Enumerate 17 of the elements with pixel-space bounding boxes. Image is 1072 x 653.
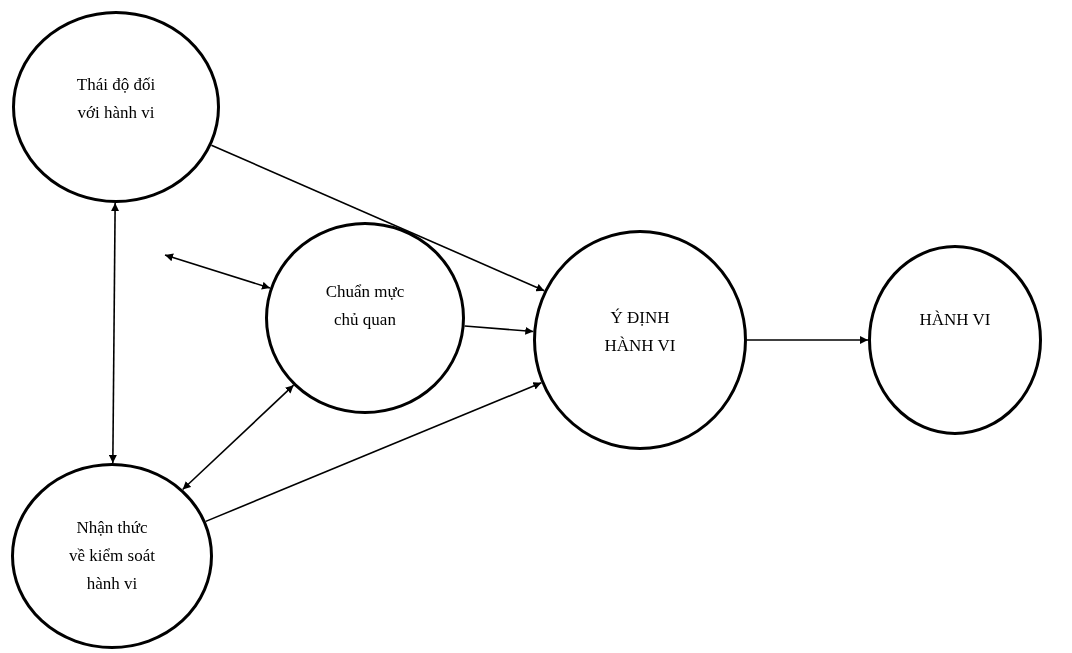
node-label: HÀNH VI xyxy=(919,309,991,331)
arrow xyxy=(746,336,869,344)
node-label: Ý ĐỊNH HÀNH VI xyxy=(603,307,677,357)
ellipse-node xyxy=(533,230,747,450)
arrow xyxy=(210,144,546,292)
arrow xyxy=(164,253,271,290)
arrow xyxy=(204,381,543,523)
node-label: Chuẩn mực chủ quan xyxy=(324,281,406,331)
node-label: Nhận thức về kiểm soát hành vi xyxy=(68,517,156,595)
ellipse-node xyxy=(11,463,213,649)
arrow xyxy=(108,202,120,464)
ellipse-node xyxy=(12,11,220,203)
arrow xyxy=(181,384,295,491)
ellipse-node xyxy=(868,245,1042,435)
ellipse-node xyxy=(265,222,465,414)
node-label: Thái độ đối với hành vi xyxy=(75,74,157,124)
arrow xyxy=(463,325,535,335)
